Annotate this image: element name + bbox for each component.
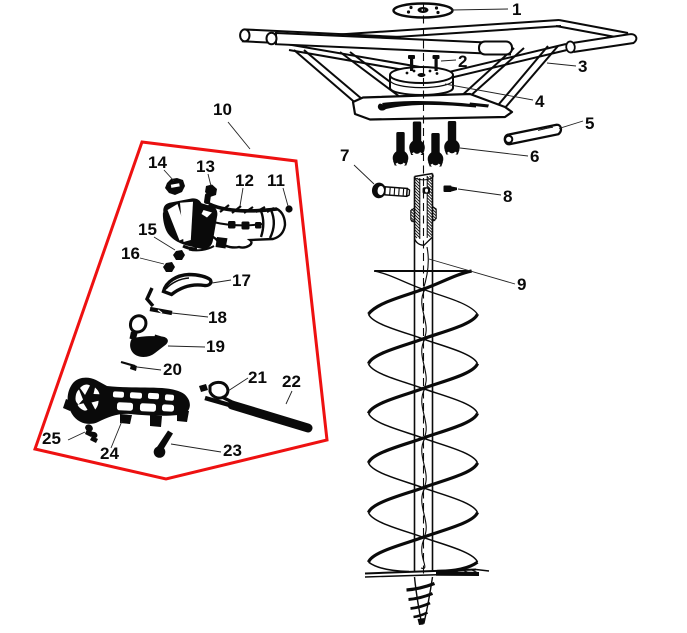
svg-text:11: 11 bbox=[267, 171, 285, 190]
svg-text:17: 17 bbox=[232, 271, 251, 290]
svg-text:20: 20 bbox=[163, 360, 182, 379]
svg-text:10: 10 bbox=[213, 100, 232, 119]
svg-text:22: 22 bbox=[282, 372, 301, 391]
svg-text:14: 14 bbox=[148, 153, 167, 172]
svg-text:13: 13 bbox=[196, 157, 215, 176]
svg-text:4: 4 bbox=[535, 92, 545, 111]
svg-text:2: 2 bbox=[458, 52, 467, 71]
svg-text:6: 6 bbox=[530, 147, 539, 166]
svg-text:9: 9 bbox=[517, 275, 526, 294]
svg-text:15: 15 bbox=[138, 220, 157, 239]
svg-text:12: 12 bbox=[235, 171, 254, 190]
svg-text:5: 5 bbox=[585, 114, 594, 133]
svg-text:3: 3 bbox=[578, 57, 587, 76]
svg-text:19: 19 bbox=[206, 337, 225, 356]
svg-text:7: 7 bbox=[340, 146, 349, 165]
svg-text:8: 8 bbox=[503, 187, 512, 206]
svg-text:24: 24 bbox=[100, 444, 119, 463]
svg-text:23: 23 bbox=[223, 441, 242, 460]
svg-text:18: 18 bbox=[208, 308, 227, 327]
svg-text:25: 25 bbox=[42, 429, 61, 448]
svg-text:21: 21 bbox=[248, 368, 267, 387]
svg-text:16: 16 bbox=[121, 244, 140, 263]
svg-text:1: 1 bbox=[512, 0, 521, 19]
